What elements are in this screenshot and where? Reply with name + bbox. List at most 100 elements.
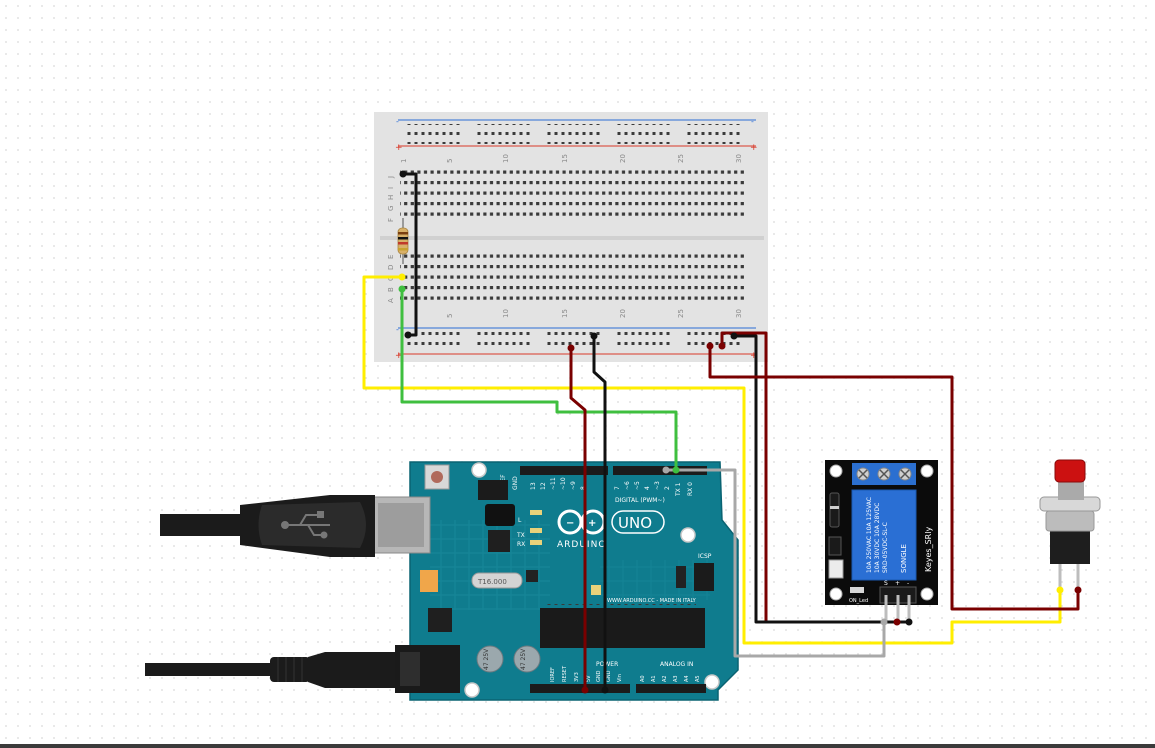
on-label: ON [685, 532, 694, 539]
power-plug [308, 652, 395, 688]
pin-label: A3 [673, 675, 679, 682]
power-label: POWER [596, 661, 618, 668]
button-cap[interactable] [1054, 459, 1086, 483]
power-header[interactable] [530, 684, 630, 693]
wire-black-gnd[interactable] [592, 334, 607, 692]
wire-gray[interactable] [664, 468, 886, 658]
icsp-label: ICSP [698, 553, 712, 560]
pin-label: GND [606, 670, 612, 682]
pin-label: ~9 [570, 481, 577, 490]
relay-spec: 10A 250VAC 10A 125VAC [866, 497, 873, 573]
column-number: 15 [561, 154, 569, 163]
relay-spec: SRD-05VDC-SL-C [882, 522, 889, 573]
row-letter: J [387, 176, 395, 179]
column-number: 30 [735, 309, 743, 318]
digital-header-high[interactable] [520, 466, 608, 475]
wire-red-5v[interactable] [569, 346, 587, 692]
icsp-header-small [478, 480, 508, 500]
dc-jack-inner [400, 652, 420, 686]
arduino-uno-board[interactable]: 13 12 ~11 ~10 ~9 8 7 ~6 ~5 4 ~3 2 TX 1 R… [371, 461, 739, 701]
screw-slots [858, 469, 910, 479]
relay-module[interactable]: 10A 250VAC 10A 125VAC 10A 30VDC 10A 28VD… [825, 460, 938, 622]
pin-label: A0 [640, 675, 646, 682]
uno-label: UNO [618, 514, 652, 532]
rail-plus-bottom: + [395, 351, 403, 361]
led [530, 540, 542, 545]
pin-label: ~11 [550, 477, 557, 490]
crystal-label: T16.000 [477, 578, 507, 586]
digital-header-low[interactable] [613, 466, 707, 475]
digital-pin-labels: 13 12 ~11 ~10 ~9 8 7 ~6 ~5 4 ~3 2 TX 1 R… [500, 474, 694, 497]
column-number: 15 [561, 309, 569, 318]
component [591, 585, 601, 595]
breadboard: - - + + 1 5 10 15 20 25 30 J I H G F E [374, 112, 768, 362]
pin-label: ~6 [624, 481, 631, 490]
rx-label: RX [517, 541, 525, 548]
usb-cable[interactable] [160, 495, 375, 557]
relay-pins [884, 595, 911, 622]
wire-green[interactable] [400, 287, 678, 472]
arduino-brand: ARDUINO [557, 540, 606, 550]
resistor[interactable] [397, 218, 409, 264]
pin-label: GND [596, 670, 602, 682]
atmega-chip [540, 608, 705, 648]
button-base [1050, 530, 1090, 564]
analog-header[interactable] [636, 684, 706, 693]
pin-label: 4 [644, 486, 651, 490]
usb-cable-wire [160, 514, 245, 536]
row-letter: D [387, 265, 395, 270]
column-number: 10 [502, 154, 510, 163]
rail-plus-bottom-right: + [750, 351, 758, 361]
reset-button-cap[interactable] [431, 471, 443, 483]
column-number: 10 [502, 309, 510, 318]
pin-label: A5 [695, 675, 701, 682]
rail-minus-top-right: - [751, 117, 754, 126]
row-letter: A [387, 298, 395, 303]
mounting-hole [920, 464, 934, 478]
pin-label: GND [512, 476, 519, 490]
capacitor-label: 47 25V [520, 648, 527, 670]
icsp-header [694, 563, 714, 591]
voltage-regulator [428, 608, 452, 632]
wire-black-jumper[interactable] [401, 172, 418, 337]
relay-spec: 10A 30VDC 10A 28VDC [874, 503, 881, 573]
mounting-hole [829, 464, 843, 478]
pcb-traces [600, 560, 710, 600]
power-pin-labels: IOREF RESET 3V3 5V GND GND Vin [550, 665, 623, 682]
usb-icon [281, 511, 330, 539]
pin-label: ~5 [634, 481, 641, 490]
push-button[interactable] [1039, 459, 1101, 590]
mounting-hole [704, 674, 720, 690]
diode-band [830, 506, 839, 509]
chip-pins [546, 604, 696, 652]
row-letter: G [387, 206, 395, 211]
column-number: 20 [619, 154, 627, 163]
capacitor [513, 645, 541, 673]
pin-label: 2 [664, 486, 671, 490]
digital-label: DIGITAL (PWM~) [615, 497, 665, 504]
column-numbers-top: 1 5 10 15 20 25 30 [400, 154, 743, 163]
pin-label: TX 1 [675, 482, 682, 497]
resistor-smd [828, 559, 844, 579]
column-number: 25 [677, 309, 685, 318]
dc-power-cable[interactable] [145, 652, 395, 688]
pin-label: RESET [562, 665, 568, 682]
wire-black-relay-gnd[interactable] [732, 334, 911, 624]
component [526, 570, 538, 582]
row-letter: E [387, 255, 395, 259]
column-numbers-bottom: 5 10 15 20 25 30 [446, 309, 743, 318]
wire-yellow[interactable] [362, 275, 1062, 645]
relay-brand: SONGLE [900, 544, 908, 573]
power-cable-wire [145, 663, 275, 676]
mounting-hole [471, 462, 487, 478]
terminal-holes-bottom [400, 251, 747, 305]
crystal [471, 572, 523, 589]
on-led-label: ON_Led [849, 598, 868, 604]
svg-text:+: + [588, 518, 596, 529]
transistor [828, 536, 842, 556]
wire-red-button[interactable] [708, 344, 1080, 611]
pin-label: 12 [540, 482, 547, 490]
rail-minus-top: - [396, 117, 399, 126]
top-rail-holes [405, 124, 741, 144]
